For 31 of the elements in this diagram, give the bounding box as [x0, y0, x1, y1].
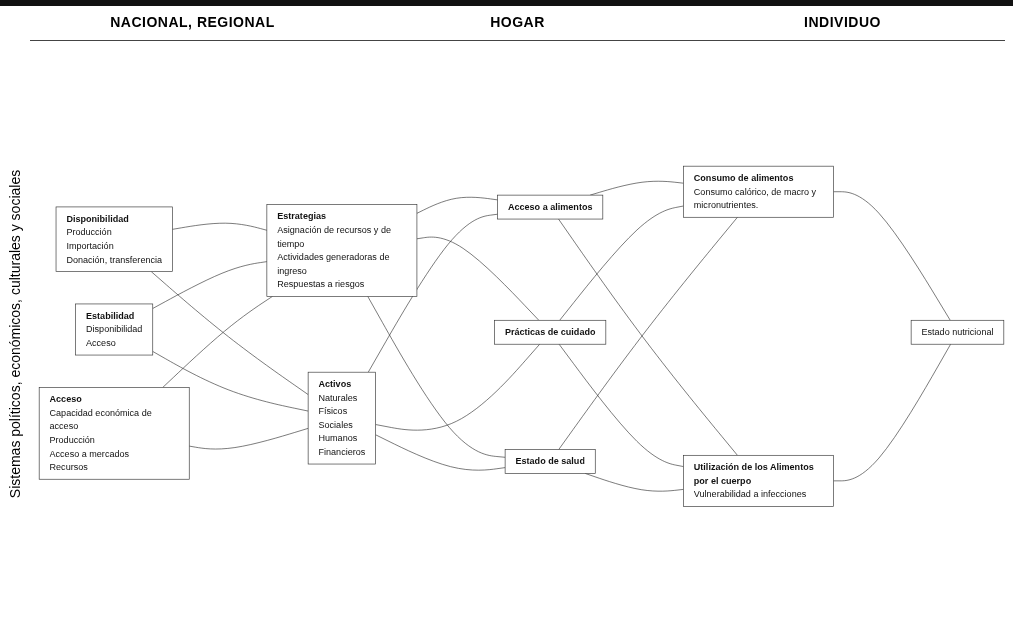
connector [172, 222, 268, 231]
node-box: Estabilidad Disponibilidad Acceso [75, 303, 154, 356]
connector [150, 271, 309, 395]
connector [367, 295, 506, 458]
column-heading: HOGAR [489, 14, 546, 32]
node-box: Acceso Capacidad económica de acceso Producción Acceso a mercados Recursos [38, 386, 190, 480]
connector [416, 196, 498, 214]
node-box: Activos Naturales Físicos Sociales Humanos Financieros [307, 371, 376, 465]
node-box: Consumo de alimentos Consumo calórico, de macro y micronutrientes. [683, 165, 834, 218]
node-box: Acceso a alimentos [497, 194, 604, 220]
connector [375, 434, 506, 471]
column-heading: INDIVIDUO [803, 14, 882, 32]
node-box: Estado de salud [504, 448, 596, 474]
column-heading: NACIONAL, REGIONAL [109, 14, 276, 32]
connector [367, 213, 498, 373]
connector [162, 295, 273, 388]
connector [416, 236, 540, 321]
node-box: Utilización de los Alimentos por el cuerpo Vulnerabilidad a infecciones [683, 454, 834, 507]
connector [152, 261, 268, 309]
side-label: Sistemas políticos, económicos, culturales y sociales [7, 169, 23, 499]
connector [188, 427, 309, 450]
node-box: Disponibilidad Producción Importación Donación, transferencia [55, 206, 173, 272]
connector [833, 343, 951, 481]
node-box: Estado nutricional [910, 319, 1005, 345]
connector [559, 205, 684, 321]
connector [558, 343, 684, 467]
connector [833, 191, 951, 321]
node-box: Estrategias Asignación de recursos y de tiempo Actividades generadoras de ingreso Respuestas a riesgos [266, 203, 418, 297]
connector [375, 343, 540, 431]
node-box: Prácticas de cuidado [494, 319, 607, 345]
connector [152, 350, 309, 412]
